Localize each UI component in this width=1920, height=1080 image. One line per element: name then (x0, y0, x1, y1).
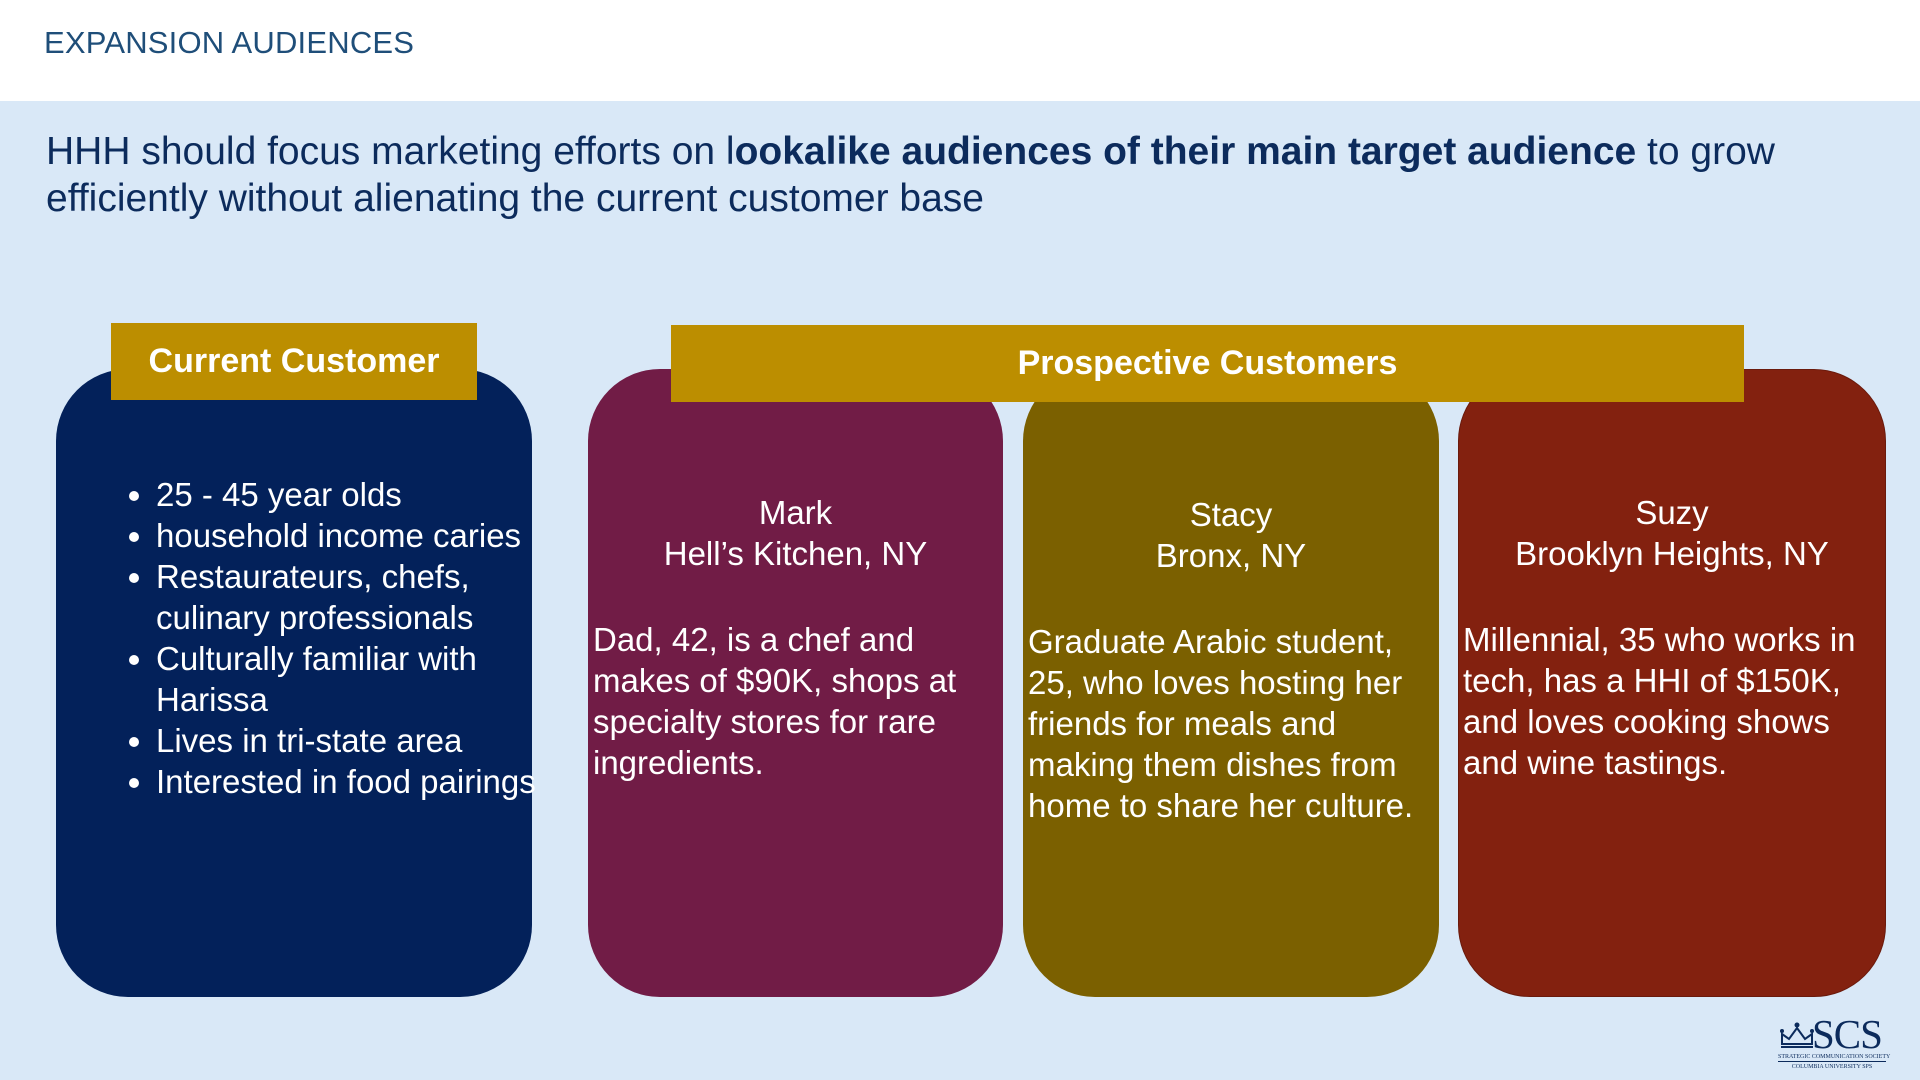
persona-name: Suzy (1635, 494, 1709, 531)
headline-text-start: HHH should focus marketing efforts on l (46, 130, 735, 173)
logo-wordmark: SCS (1812, 1011, 1883, 1057)
logo-affiliation: COLUMBIA UNIVERSITY SPS (1791, 1064, 1873, 1070)
persona-card-stacy (1023, 369, 1439, 997)
current-customer-card (56, 369, 532, 997)
trait-item: Culturally familiar with Harissa (156, 638, 576, 720)
logo-subtitle: STRATEGIC COMMUNICATION SOCIETY (1778, 1054, 1891, 1062)
headline: HHH should focus marketing efforts on lo… (46, 128, 1886, 222)
persona-description-stacy: Graduate Arabic student, 25, who loves h… (1028, 623, 1414, 824)
persona-location: Brooklyn Heights, NY (1515, 535, 1829, 572)
trait-item: Lives in tri-state area (156, 720, 576, 761)
trait-item: household income caries (156, 515, 576, 556)
persona-card-suzy (1458, 369, 1886, 997)
persona-header-suzy: Suzy Brooklyn Heights, NY (1458, 492, 1886, 574)
persona-location: Hell’s Kitchen, NY (663, 535, 928, 572)
persona-description-suzy: Millennial, 35 who works in tech, has a … (1463, 621, 1856, 781)
persona-name: Mark (758, 494, 833, 531)
persona-location: Bronx, NY (1155, 537, 1307, 574)
current-customer-label: Current Customer (111, 323, 477, 400)
crown-icon (1780, 1022, 1814, 1048)
trait-item: Restaurateurs, chefs, culinary professio… (156, 556, 576, 638)
persona-name: Stacy (1189, 496, 1273, 533)
persona-header-mark: Mark Hell’s Kitchen, NY (588, 492, 1003, 574)
persona-description-mark: Dad, 42, is a chef and makes of $90K, sh… (593, 621, 957, 781)
trait-item: 25 - 45 year olds (156, 474, 576, 515)
persona-card-mark (588, 369, 1003, 997)
headline-emphasis: ookalike audiences of their main target … (734, 130, 1637, 173)
section-label: EXPANSION AUDIENCES (44, 25, 415, 60)
scs-logo: SCS STRATEGIC COMMUNICATION SOCIETY COLU… (1778, 1012, 1891, 1072)
persona-header-stacy: Stacy Bronx, NY (1023, 494, 1439, 576)
trait-item: Interested in food pairings (156, 761, 576, 802)
prospective-customers-label: Prospective Customers (671, 325, 1744, 402)
headline-text-end: to grow efficiently without alienating t… (46, 130, 1775, 220)
header-bar: EXPANSION AUDIENCES (0, 0, 1920, 101)
current-customer-traits: 25 - 45 year olds household income carie… (100, 474, 576, 802)
